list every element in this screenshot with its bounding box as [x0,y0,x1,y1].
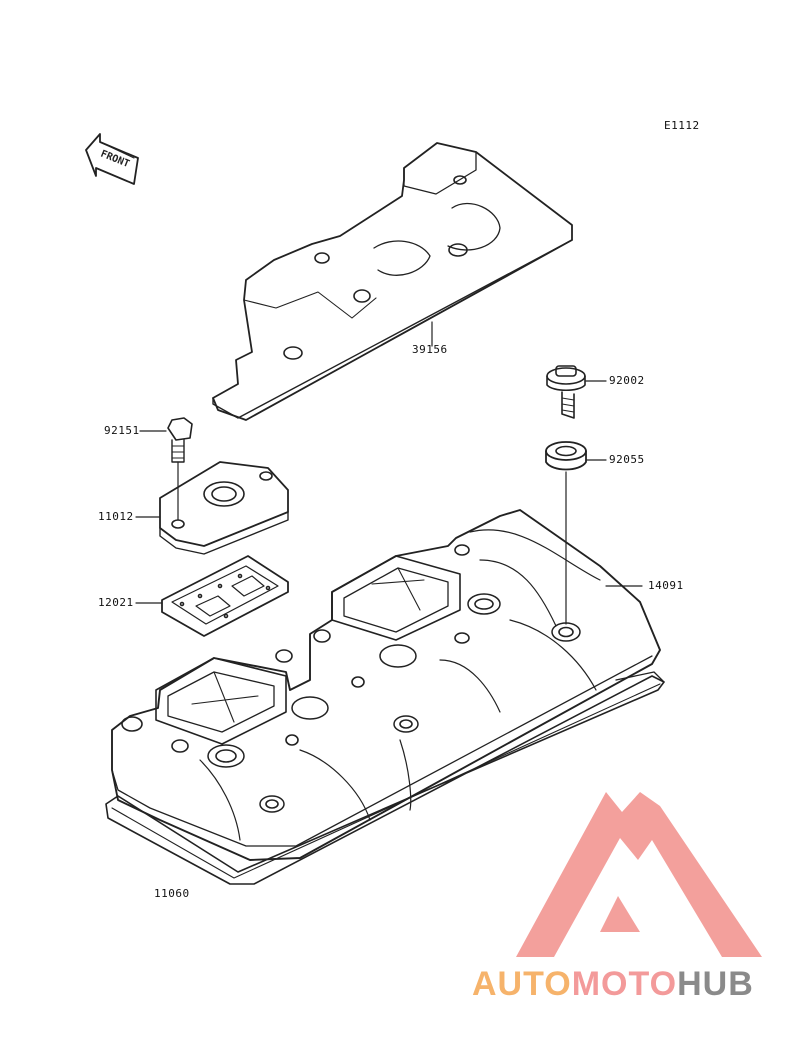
front-arrow-label: FRONT [99,149,131,170]
part-number-11060: 11060 [154,887,190,900]
part-number-92055: 92055 [609,453,645,466]
head-cover-gasket-11060 [105,671,665,885]
part-number-92151: 92151 [104,424,140,437]
insulator-plate-39156 [212,142,573,421]
grommet-92055 [545,441,587,471]
front-arrow-icon: FRONT [85,133,139,185]
bolt-92002 [546,365,586,419]
part-number-14091: 14091 [648,579,684,592]
part-number-92002: 92002 [609,374,645,387]
brand-word-moto: MOTO [571,965,678,1003]
automotohub-logo-icon [516,792,762,957]
part-number-11012: 11012 [98,510,134,523]
breather-cover-11012 [159,461,289,555]
part-number-12021: 12021 [98,596,134,609]
diagram-code-label: E1112 [664,119,700,132]
gasket-12021 [161,555,289,637]
part-number-39156: 39156 [412,343,448,356]
brand-word-hub: HUB [677,965,754,1003]
bolt-92151 [167,417,193,463]
automotohub-watermark: AUTOMOTOHUB [472,964,754,1004]
cylinder-head-cover-14091 [111,509,661,861]
brand-word-auto: AUTO [472,965,572,1003]
